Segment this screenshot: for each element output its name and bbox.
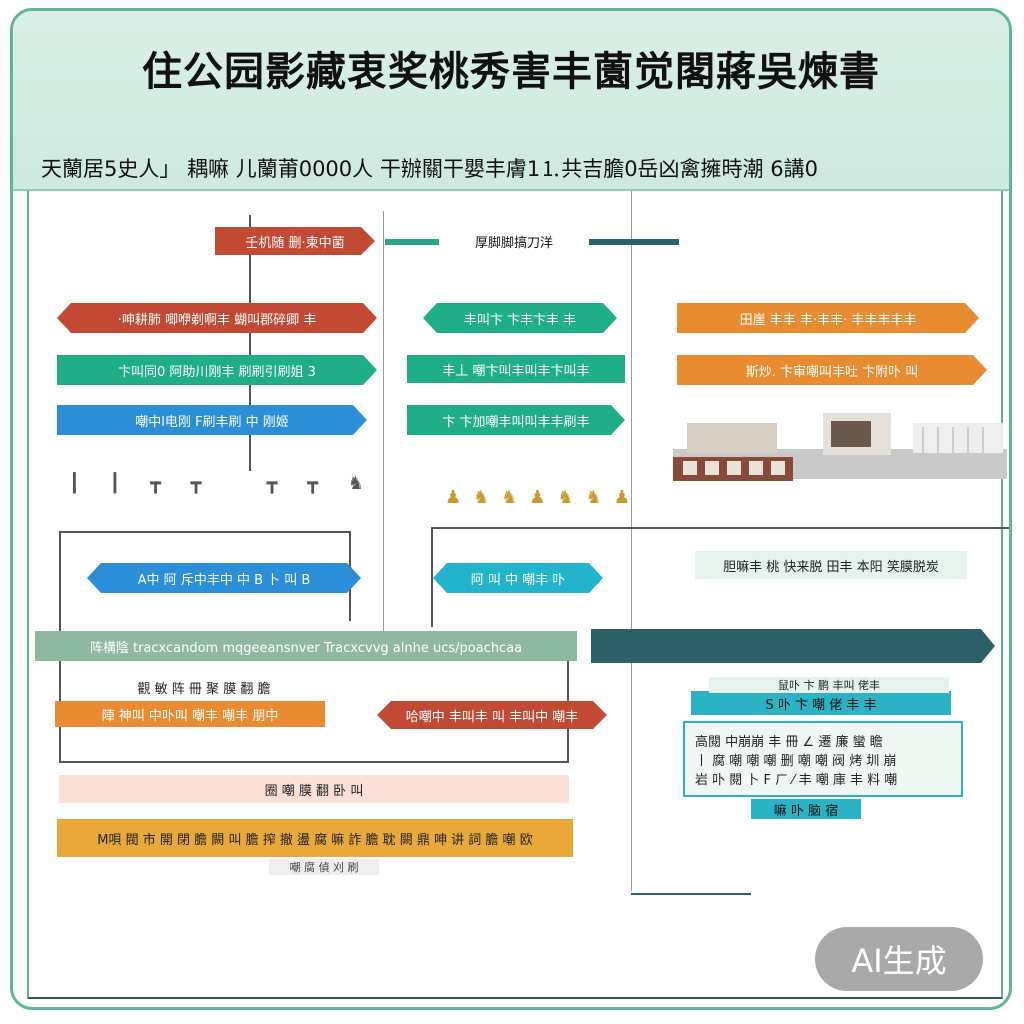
node-wide-sage: 阵構陰 tracxcandom mqgeeansnver Tracxcvvg a… xyxy=(35,631,577,661)
node-l4-small: 嘲 腐 偵 刈 刷 xyxy=(269,859,379,875)
node-l2-blue: A中 阿 斥中丰中 中 B 卜 叫 B xyxy=(87,563,361,593)
node-wide-darkteal xyxy=(591,629,995,663)
connector-right-h xyxy=(631,893,751,895)
header-band: 住公园影藏衷奖桃秀害丰薗觉閣蔣吳煉書 天蘭居5史人」 耦嘛 ⼉蘭莆0000人 干… xyxy=(13,11,1009,191)
divider-line-2 xyxy=(631,191,632,891)
node-l4-pink: 圈 嘲 膜 翻 卧 叫 xyxy=(59,775,569,803)
connector-left-bracket xyxy=(59,531,349,533)
factory-illustration xyxy=(673,413,1007,481)
node-l3-orange: 陣 神叫 中卟叫 嘲丰 嘲丰 朋中 xyxy=(55,701,325,727)
node-top-center: 厚脚脚搞刀洋 xyxy=(439,227,589,255)
node-r3-head: S 卟 卞 嘲 佬 丰 丰 xyxy=(691,691,951,715)
node-m1-teal2: 丰丄 嘲卞叫丰叫丰卞叫丰 xyxy=(407,355,625,383)
diagram-frame: 住公园影藏衷奖桃秀害丰薗觉閣蔣吳煉書 天蘭居5史人」 耦嘛 ⼉蘭莆0000人 干… xyxy=(10,8,1012,1010)
connector-bottom-h xyxy=(59,761,569,763)
node-m1-teal3: 卞 卞加嘲丰叫叫丰丰刷丰 xyxy=(407,405,625,435)
node-r3-body-line-1: 高閱 中崩崩 丰 冊 ∠ 遷 廉 蠻 瞻 xyxy=(695,734,883,750)
node-l3-label: 觀 敏 阵 冊 聚 膜 翻 膽 xyxy=(137,681,271,697)
node-r3-foot: 嘛 卟 脑 宿 xyxy=(751,799,861,819)
node-top-red: 壬机随 删·柬中菌 xyxy=(215,227,375,255)
tool-icons-row-1: ┃ ┃ ┳ ┳ ┳ ┳ ♞ xyxy=(69,473,376,494)
node-r3-label: 鼠卟 卞 鹏 丰叫 佬丰 xyxy=(709,677,949,693)
diagram-subtitle: 天蘭居5史人」 耦嘛 ⼉蘭莆0000人 干辦關干嬰丰膚1⒈共吉膽0岳凶禽擁時潮 … xyxy=(41,157,818,181)
node-r2-pale: 胆嘛丰 桃 快来脱 田丰 本阳 笑膜脱炭 xyxy=(695,551,967,579)
node-top-center-bar-left xyxy=(385,239,439,245)
connector-top xyxy=(249,215,251,305)
ai-generated-badge: AI生成 xyxy=(815,927,983,991)
node-m2-cyan: 阿 叫 中 嘲丰 卟 xyxy=(433,563,603,593)
connector-mid-bracket xyxy=(431,527,1009,529)
diagram-title: 住公园影藏衷奖桃秀害丰薗觉閣蔣吳煉書 xyxy=(142,48,880,95)
node-r3-body-line-2: 丨 腐 嘲 嘲 嘲 删 嘲 嘲 阀 烤 圳 崩 xyxy=(695,753,897,769)
node-m1-teal: 丰叫卞 卞丰卞丰 丰 xyxy=(423,303,617,333)
flowchart-board: 壬机随 删·柬中菌 厚脚脚搞刀洋 ·呻耕肺 唧咿剃啊丰 蝴叫郡碎卿 丰 卞叫同0… xyxy=(27,191,1009,999)
tool-icons-row-2: ♟♞♞♟♞♞♟ xyxy=(445,487,642,508)
node-l1-blue: 嘲中l电刚 F刷丰刷 中 刚姬 xyxy=(57,405,367,435)
connector-mid-drop xyxy=(431,527,433,627)
node-l1-teal: 卞叫同0 阿助川刚丰 刷刷引刷姐 3 xyxy=(57,355,377,385)
node-l1-red: ·呻耕肺 唧咿剃啊丰 蝴叫郡碎卿 丰 xyxy=(57,303,377,333)
node-l4-gold: M唄 閥 市 開 閉 膽 闕 叫 膽 搾 撤 盪 腐 嘛 詐 膽 耽 闕 鼎 呻… xyxy=(57,819,573,857)
node-r1-orange: 田崖 丰丰 丰·丰丰· 丰丰丰丰丰 xyxy=(677,303,979,333)
node-top-center-bar-right xyxy=(589,239,679,245)
node-m3-red: 哈嘲中 丰叫丰 叫 丰叫中 嘲丰 xyxy=(377,701,607,729)
node-r1-orange2: 斯炒. 卞审嘲叫丰吐 卞附卟 叫 xyxy=(677,355,987,385)
node-r3-body-line-3: 岩 卟 閱 卜 F ㄏ ⁄ 丰 嘲 庫 丰 料 嘲 xyxy=(695,772,898,788)
divider-line-1 xyxy=(383,211,384,631)
node-r3-body: 高閱 中崩崩 丰 冊 ∠ 遷 廉 蠻 瞻 丨 腐 嘲 嘲 嘲 删 嘲 嘲 阀 烤… xyxy=(683,721,963,797)
connector-left-trunk xyxy=(249,311,251,471)
